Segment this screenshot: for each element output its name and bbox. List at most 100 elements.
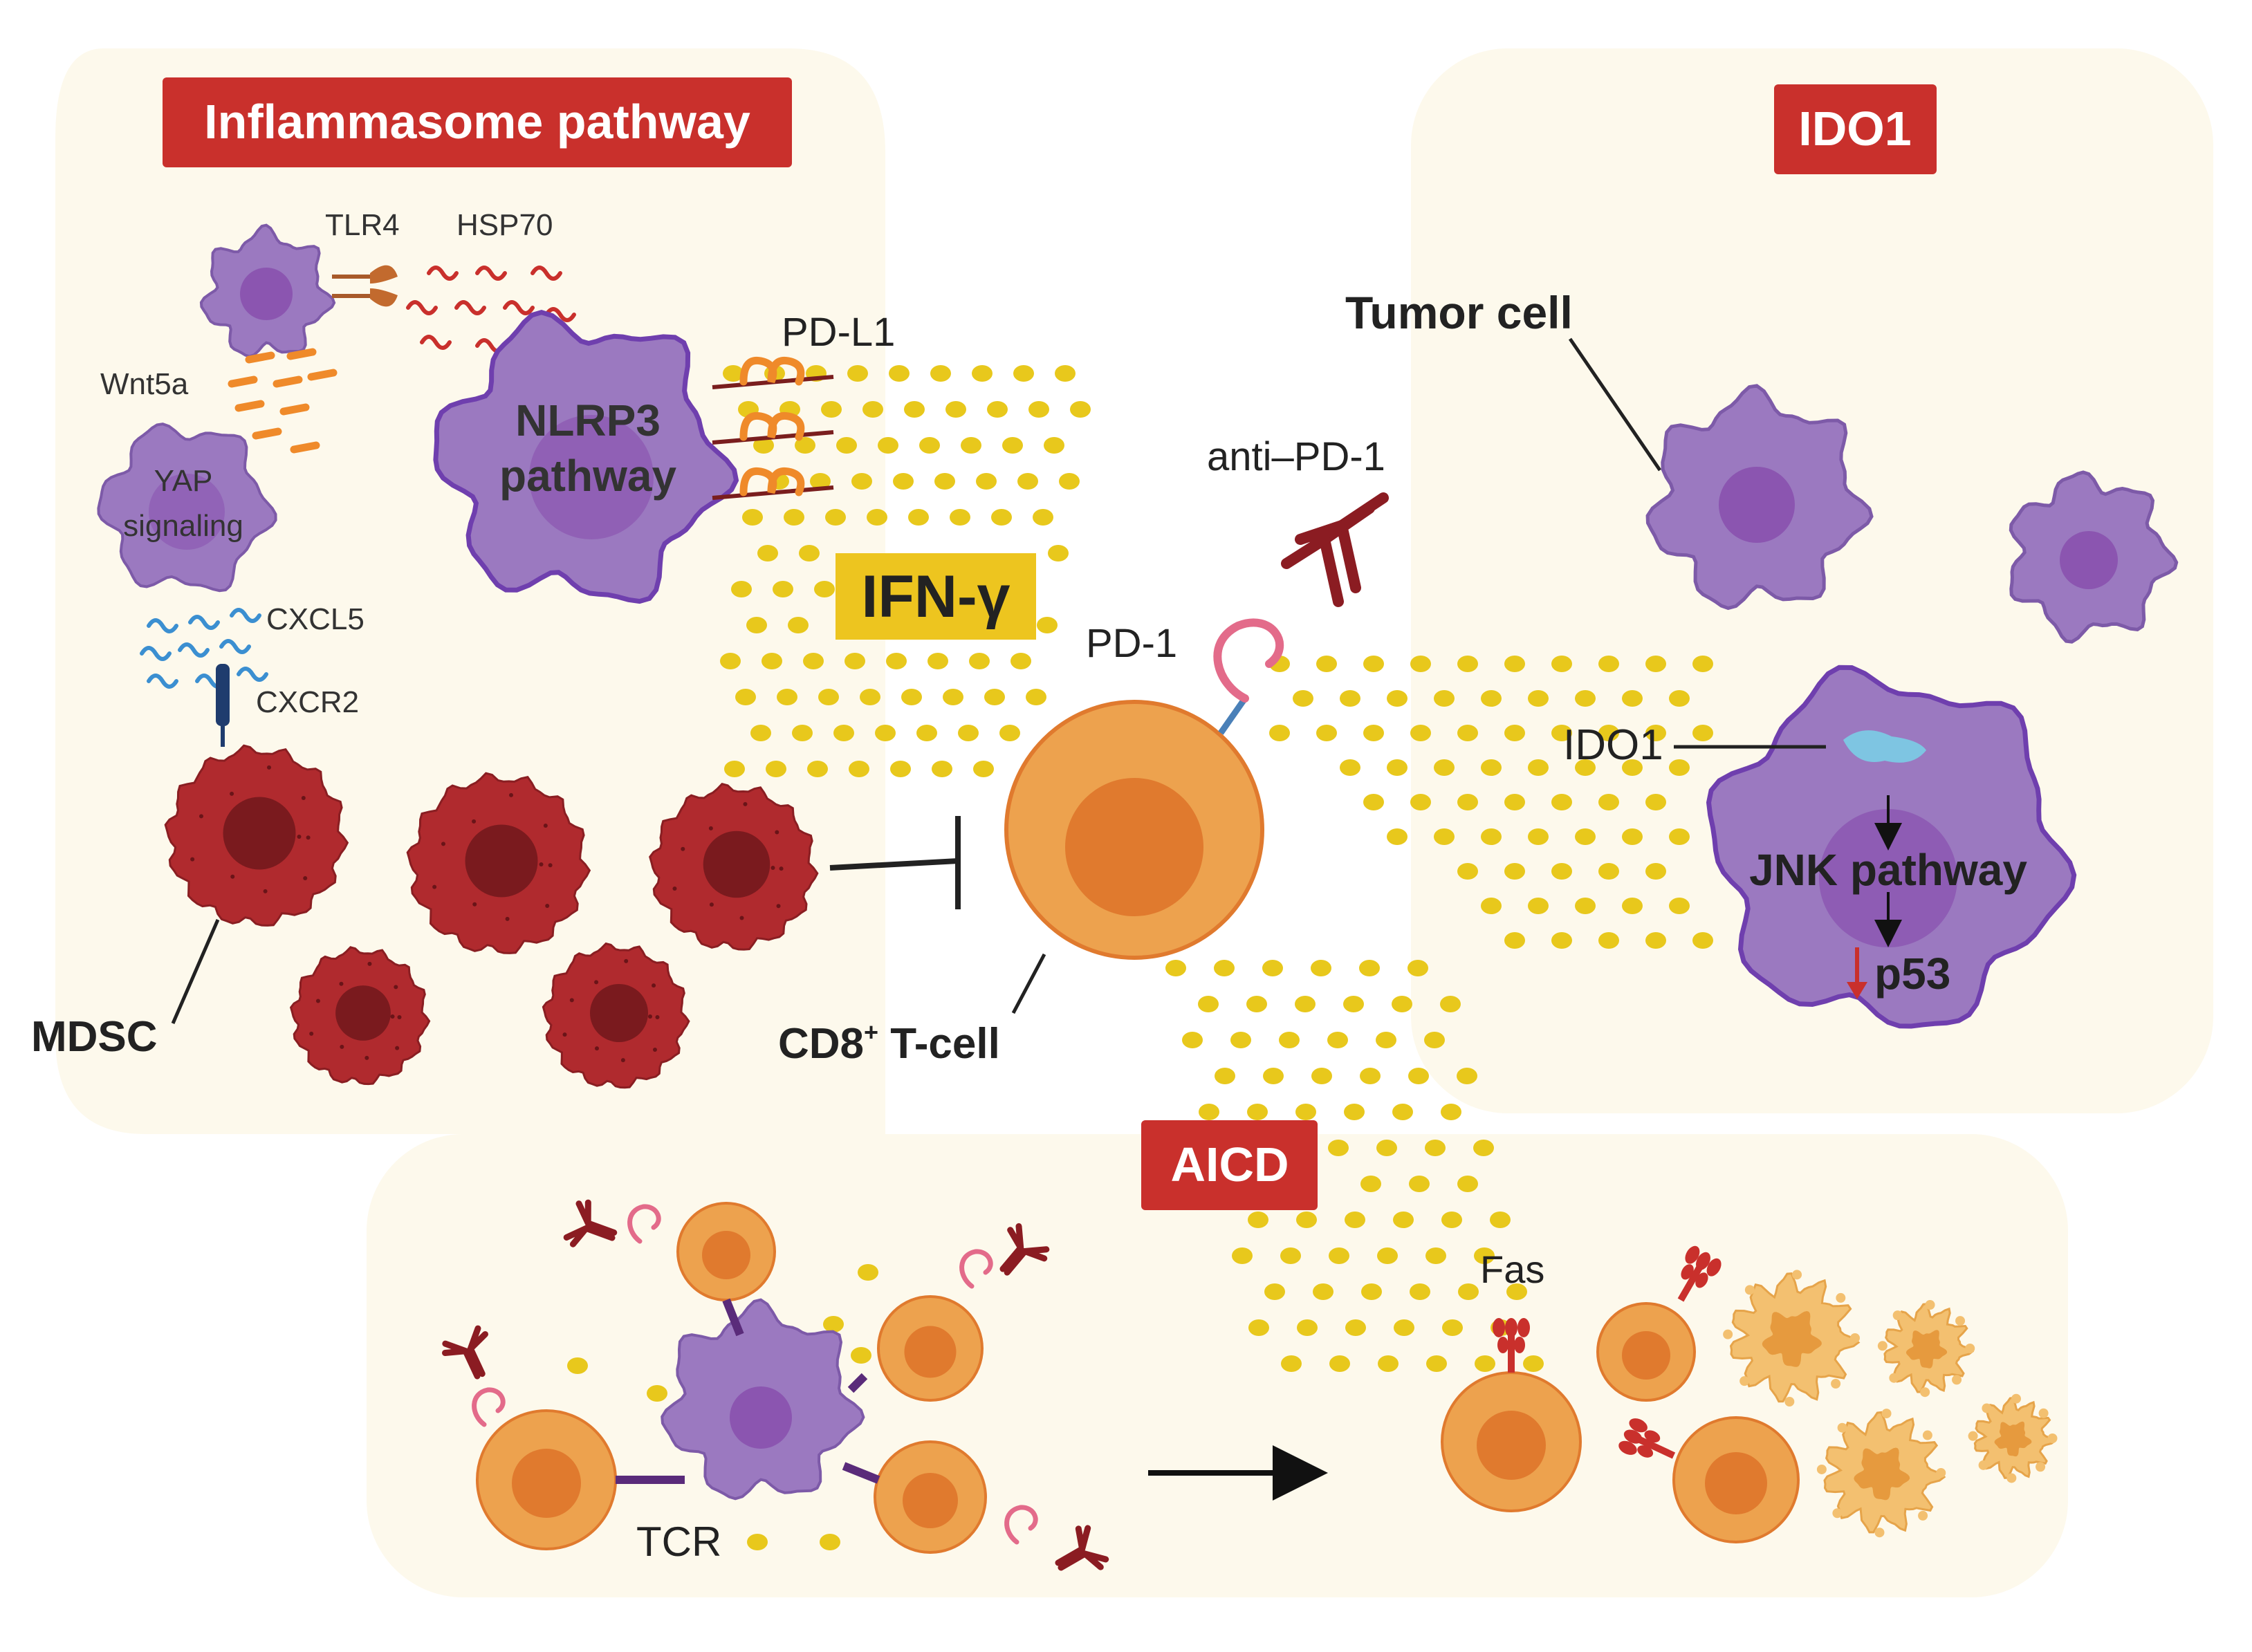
ifn-gamma-dot	[731, 581, 752, 597]
tumor-cell-label: Tumor cell	[1345, 287, 1573, 338]
ifn-gamma-dot	[1376, 1032, 1396, 1048]
ifn-gamma-dot	[1248, 1319, 1269, 1336]
pd-l1-loop	[739, 467, 805, 496]
ifn-gamma-dot	[1013, 365, 1034, 382]
cd8-label: CD8+ T-cell	[778, 1018, 1000, 1068]
ifn-gamma-dot	[773, 581, 793, 597]
ifn-gamma-dot	[1328, 1140, 1349, 1156]
aicd-pd-1	[627, 1204, 661, 1244]
mdsc-granule	[367, 961, 372, 966]
ifn-gamma-dot	[943, 689, 963, 705]
ifn-gamma-dot	[844, 653, 865, 669]
aicd-pd-1	[472, 1387, 506, 1427]
wnt5a-dash	[234, 400, 265, 412]
mdsc-granule	[364, 1055, 369, 1060]
anti-pd-1-label: anti–PD-1	[1207, 434, 1385, 479]
ifn-gamma-dot	[1504, 656, 1525, 672]
ifn-gamma-dot	[1297, 1319, 1318, 1336]
ifn-gamma-dot	[1645, 656, 1666, 672]
wnt5a-dashes	[228, 348, 338, 454]
fas-receptor	[1493, 1318, 1530, 1373]
ifn-gamma-dot	[1296, 1212, 1317, 1228]
ifn-gamma-dot	[1426, 1355, 1447, 1372]
ifn-gamma-dot	[1281, 1355, 1302, 1372]
mdsc-granule	[315, 999, 320, 1003]
ifn-gamma-dot	[1394, 1319, 1414, 1336]
yap-cell: YAP signaling	[97, 423, 277, 593]
ifn-gamma-dot	[878, 437, 898, 454]
ifn-gamma-dot	[1504, 794, 1525, 810]
mdsc-granule	[340, 1044, 344, 1049]
wnt5a-dash	[279, 403, 310, 416]
apoptotic-bleb	[1832, 1508, 1843, 1519]
ifn-gamma-dot	[1622, 898, 1643, 914]
mdsc-granule	[775, 830, 779, 835]
ifn-gamma-dot	[1575, 759, 1596, 776]
cxcl5-label: CXCL5	[266, 602, 364, 636]
ifn-gamma-dot	[851, 473, 872, 490]
apoptotic-fragment	[1905, 1330, 1948, 1368]
ifn-gamma-dot	[1340, 690, 1360, 707]
aicd-cells	[441, 1199, 2058, 1571]
ido1-title-badge: IDO1	[1774, 84, 1937, 174]
ifn-gamma-dot	[1360, 1068, 1381, 1084]
apoptotic-bleb	[1792, 1270, 1802, 1280]
pd-1-receptor	[1213, 618, 1284, 735]
mdsc-nucleus	[223, 797, 296, 870]
mdsc-granule	[230, 874, 235, 879]
ifn-gamma-dot	[1215, 1068, 1235, 1084]
ifn-gamma-dot	[1316, 656, 1337, 672]
mdsc-nucleus	[335, 985, 391, 1041]
ifn-gamma-dot	[1232, 1247, 1253, 1264]
hsp70-squiggle	[544, 307, 576, 322]
ifn-gamma-dot	[932, 761, 952, 777]
hsp70-squiggle	[475, 266, 507, 281]
apoptotic-bleb	[1831, 1378, 1841, 1389]
apoptotic-fragment	[1854, 1447, 1910, 1501]
ifn-gamma-dot	[788, 617, 809, 633]
apoptotic-bleb	[1836, 1292, 1846, 1303]
cd8-pointer	[1011, 953, 1046, 1014]
ifn-gamma-dot	[1070, 401, 1091, 418]
wnt5a-dash	[245, 351, 275, 364]
aicd-pd-1	[1004, 1505, 1038, 1545]
mdsc-granule	[594, 980, 599, 985]
mdsc-granule	[739, 916, 744, 920]
ifn-gamma-dot	[984, 689, 1005, 705]
wnt5a-label: Wnt5a	[100, 367, 189, 401]
ifn-gamma-dot	[1262, 960, 1283, 976]
mdsc-granule	[297, 835, 302, 839]
ifn-gamma-dot	[1048, 545, 1069, 562]
ifn-gamma-dot	[647, 1385, 667, 1402]
svg-text:CD8+ T-cell: CD8+ T-cell	[778, 1018, 1000, 1068]
ifn-gamma-dot	[723, 365, 744, 382]
ifn-gamma-dot	[1598, 794, 1619, 810]
mdsc-granule	[441, 842, 445, 846]
mdsc-granule	[779, 866, 784, 871]
ifn-gamma-dot	[927, 653, 948, 669]
ifn-gamma-dot	[930, 365, 951, 382]
ifn-gamma-dot	[1263, 1068, 1284, 1084]
mdsc-inhibition	[829, 816, 961, 909]
ifn-gamma-dot	[1669, 759, 1690, 776]
ifn-gamma-dot	[1457, 794, 1478, 810]
mdsc-granule	[543, 823, 548, 828]
mdsc-granule	[472, 902, 477, 907]
ifn-gamma-dot	[1669, 690, 1690, 707]
mdsc-granule	[339, 981, 344, 986]
mdsc-nucleus	[703, 830, 770, 898]
ifn-gamma-dot	[810, 473, 831, 490]
apoptotic-bleb	[1892, 1310, 1903, 1321]
mdsc-cells	[164, 744, 819, 1089]
wnt5a-dash	[252, 427, 282, 440]
ifn-gamma-dot	[777, 689, 797, 705]
cxcl5-squiggle	[188, 615, 220, 630]
mdsc-granule	[655, 1015, 660, 1020]
aicd-t-cell-nucleus	[904, 1326, 957, 1378]
aicd-pd-1	[959, 1249, 993, 1289]
ifn-gamma-dot	[1441, 1104, 1461, 1120]
pd-1-label: PD-1	[1086, 621, 1177, 666]
mdsc-granule	[395, 1046, 400, 1050]
ifn-gamma-dot	[1248, 1212, 1268, 1228]
ifn-gamma-dot	[1410, 794, 1431, 810]
